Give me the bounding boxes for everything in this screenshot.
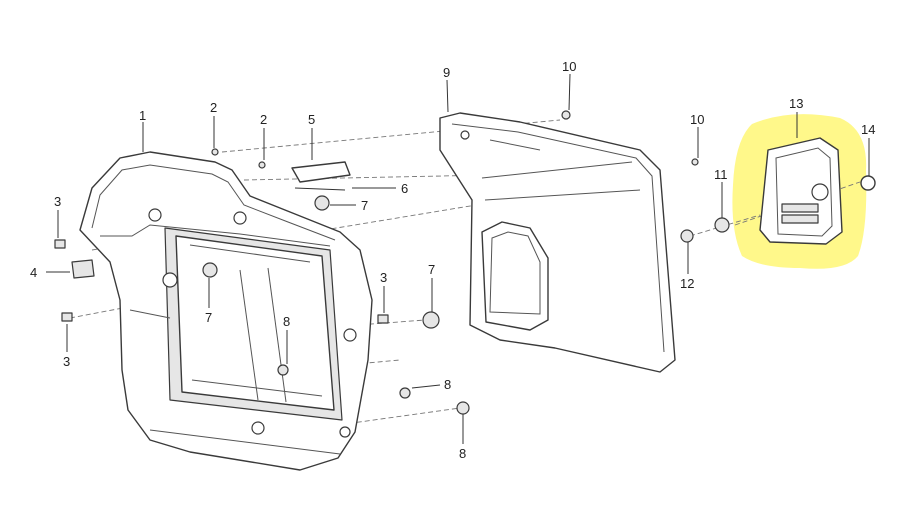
callout-3: 3: [380, 270, 387, 285]
callout-7: 7: [205, 310, 212, 325]
callout-10: 10: [562, 59, 576, 74]
callout-7: 7: [361, 198, 368, 213]
part-1-frame: [79, 151, 373, 471]
callout-11: 11: [714, 167, 728, 182]
leader-lines: [46, 73, 870, 444]
hardware: [54, 110, 876, 415]
part-13-cover: [759, 137, 843, 245]
callout-14: 14: [861, 122, 875, 137]
callout-1: 1: [139, 108, 146, 123]
callout-10: 10: [690, 112, 704, 127]
callout-labels: 1 2 2 3 3 3 4 5 6 7 7 7 8 8 8 9 10 10 11…: [30, 59, 875, 461]
part-9-panel: [439, 112, 676, 373]
callout-2: 2: [210, 100, 217, 115]
callout-8: 8: [459, 446, 466, 461]
callout-7: 7: [428, 262, 435, 277]
callout-5: 5: [308, 112, 315, 127]
callout-13: 13: [789, 96, 803, 111]
callout-8: 8: [444, 377, 451, 392]
callout-12: 12: [680, 276, 694, 291]
callout-4: 4: [30, 265, 37, 280]
callout-9: 9: [443, 65, 450, 80]
callout-6: 6: [401, 181, 408, 196]
callout-3: 3: [63, 354, 70, 369]
callout-3: 3: [54, 194, 61, 209]
callout-8: 8: [283, 314, 290, 329]
callout-2: 2: [260, 112, 267, 127]
